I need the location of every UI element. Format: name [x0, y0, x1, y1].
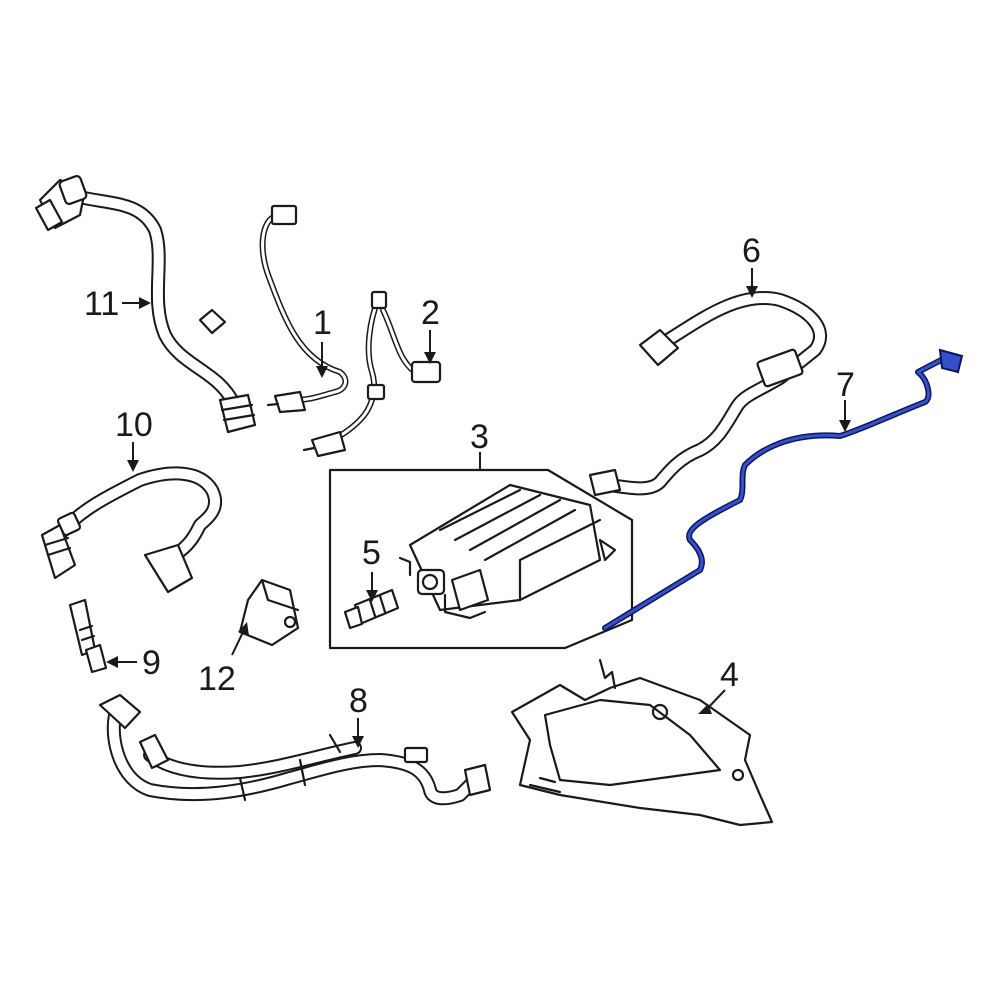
callout-5: 5 [362, 534, 381, 572]
callout-4: 4 [720, 656, 739, 694]
part-5-valve[interactable] [343, 588, 400, 630]
part-10-hose[interactable] [40, 466, 223, 594]
callout-arrows [106, 268, 851, 748]
part-2-sensor[interactable] [302, 290, 442, 458]
callout-6: 6 [742, 232, 761, 270]
callout-1: 1 [313, 304, 332, 342]
callout-10: 10 [115, 406, 153, 444]
callout-3: 3 [470, 418, 489, 456]
part-6-hose[interactable] [588, 291, 827, 497]
callout-11: 11 [84, 285, 119, 323]
part-1-sensor[interactable] [259, 204, 349, 414]
callout-labels: 1 2 3 4 5 6 7 8 9 10 11 12 [84, 232, 855, 720]
part-8-hose[interactable] [98, 693, 492, 806]
part-3-canister-group [328, 468, 634, 650]
part-9-connector[interactable] [68, 598, 108, 674]
callout-12: 12 [198, 660, 236, 698]
callout-9: 9 [142, 644, 161, 682]
part-3-canister[interactable] [398, 483, 617, 620]
callout-8: 8 [349, 682, 368, 720]
part-4-heat-shield[interactable] [510, 658, 774, 827]
part-11-hose[interactable] [34, 174, 257, 434]
callout-7: 7 [836, 366, 855, 404]
part-7-tube[interactable] [602, 348, 964, 631]
callout-2: 2 [421, 294, 440, 332]
